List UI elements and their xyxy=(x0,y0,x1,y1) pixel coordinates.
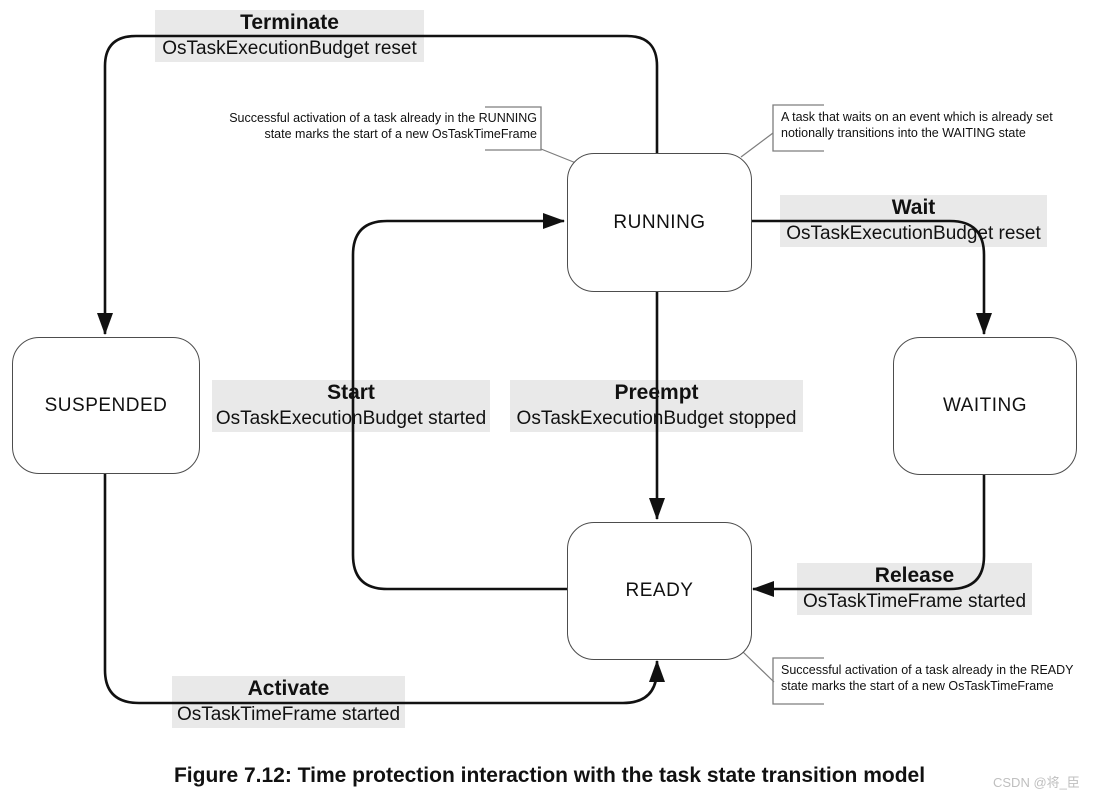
note-connector-running-activation xyxy=(540,148,577,164)
transition-effect: OsTaskTimeFrame started xyxy=(802,591,1027,612)
note-border-waiting-event xyxy=(772,104,824,152)
figure-caption: Figure 7.12: Time protection interaction… xyxy=(173,764,926,787)
transition-name: Release xyxy=(874,564,955,587)
transition-arrow-start xyxy=(351,213,567,591)
state-suspended: SUSPENDED xyxy=(12,337,200,474)
transition-effect: OsTaskExecutionBudget stopped xyxy=(516,408,797,429)
state-label: SUSPENDED xyxy=(44,394,168,416)
note-line: state marks the start of a new OsTaskTim… xyxy=(781,678,1054,693)
note-waiting-event: A task that waits on an event which is a… xyxy=(781,110,1081,141)
transition-label-release: Release OsTaskTimeFrame started xyxy=(797,563,1032,615)
transition-label-wait: Wait OsTaskExecutionBudget reset xyxy=(780,195,1047,247)
transition-arrow-terminate xyxy=(97,34,659,335)
transition-effect: OsTaskExecutionBudget reset xyxy=(786,223,1041,244)
transition-name: Start xyxy=(327,381,375,404)
transition-arrow-wait xyxy=(750,219,992,335)
note-line: Successful activation of a task already … xyxy=(781,663,1074,677)
note-line: notionally transitions into the WAITING … xyxy=(781,125,1026,140)
transition-name: Activate xyxy=(247,677,330,700)
state-label: READY xyxy=(625,580,694,601)
note-connector-waiting-event xyxy=(740,132,774,158)
state-ready: READY xyxy=(567,522,752,660)
transition-name: Terminate xyxy=(240,11,339,34)
note-line: Successful activation of a task already … xyxy=(229,111,537,125)
transition-label-start: Start OsTaskExecutionBudget started xyxy=(212,380,490,432)
state-waiting: WAITING xyxy=(893,337,1077,475)
note-running-activation: Successful activation of a task already … xyxy=(210,111,537,142)
state-running: RUNNING xyxy=(567,153,752,292)
transition-effect: OsTaskExecutionBudget started xyxy=(215,408,487,429)
note-line: A task that waits on an event which is a… xyxy=(781,110,1053,124)
transition-effect: OsTaskExecutionBudget reset xyxy=(162,38,417,59)
watermark: CSDN @将_臣 xyxy=(993,775,1080,790)
state-label: RUNNING xyxy=(613,211,706,233)
transition-arrow-activate xyxy=(103,473,665,705)
transition-label-preempt: Preempt OsTaskExecutionBudget stopped xyxy=(510,380,803,432)
transition-effect: OsTaskTimeFrame started xyxy=(176,704,401,725)
transition-label-terminate: Terminate OsTaskExecutionBudget reset xyxy=(155,10,424,62)
note-ready-activation: Successful activation of a task already … xyxy=(781,663,1096,694)
transition-label-activate: Activate OsTaskTimeFrame started xyxy=(172,676,405,728)
transition-name: Wait xyxy=(891,196,936,219)
transition-arrow-release xyxy=(752,474,986,597)
transition-name: Preempt xyxy=(614,381,699,404)
state-label: WAITING xyxy=(942,395,1028,416)
note-border-running-activation xyxy=(485,106,542,151)
note-connector-ready-activation xyxy=(742,651,775,683)
note-line: state marks the start of a new OsTaskTim… xyxy=(264,126,537,141)
